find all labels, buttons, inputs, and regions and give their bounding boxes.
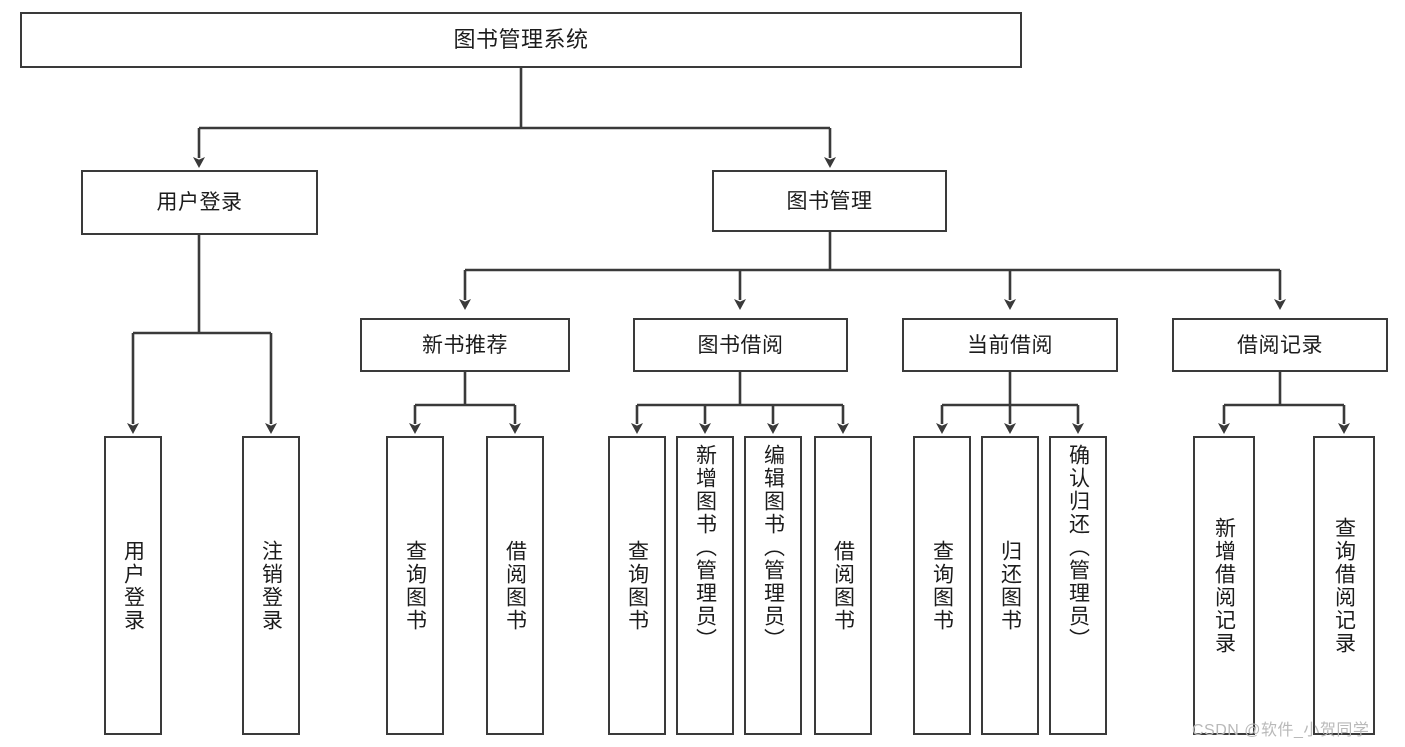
node-label: 查询图书 [625, 539, 649, 632]
node-label: 用户登录 [156, 191, 243, 214]
node-label: 查询图书 [930, 539, 954, 632]
node-label: 查询借阅记录 [1332, 516, 1356, 655]
node-label: 归还图书 [998, 539, 1022, 632]
leaf-current-borrow-confirm-return-admin[interactable]: 确认归还（管理员） [1049, 436, 1107, 735]
leaf-user-login-login[interactable]: 用户登录 [104, 436, 162, 735]
node-borrow-record[interactable]: 借阅记录 [1172, 318, 1388, 372]
node-label: 查询图书 [403, 539, 427, 632]
leaf-book-borrow-borrow-book[interactable]: 借阅图书 [814, 436, 872, 735]
leaf-book-borrow-query-book[interactable]: 查询图书 [608, 436, 666, 735]
node-label: 注销登录 [259, 539, 283, 632]
node-label: 新书推荐 [422, 333, 508, 357]
node-label: 新增借阅记录 [1212, 516, 1236, 655]
node-label: 用户登录 [121, 539, 145, 632]
leaf-borrow-record-add-record[interactable]: 新增借阅记录 [1193, 436, 1255, 735]
leaf-borrow-record-query-record[interactable]: 查询借阅记录 [1313, 436, 1375, 735]
node-label: 借阅图书 [503, 539, 527, 632]
node-label: 借阅记录 [1237, 333, 1323, 357]
node-label: 当前借阅 [967, 333, 1053, 357]
leaf-current-borrow-query-book[interactable]: 查询图书 [913, 436, 971, 735]
node-label: 借阅图书 [831, 539, 855, 632]
node-current-borrow[interactable]: 当前借阅 [902, 318, 1118, 372]
leaf-current-borrow-return-book[interactable]: 归还图书 [981, 436, 1039, 735]
node-label: 图书管理系统 [453, 27, 589, 52]
node-label: 图书借阅 [697, 333, 784, 357]
node-book-borrow[interactable]: 图书借阅 [633, 318, 848, 372]
node-label: 新增图书（管理员） [693, 444, 717, 651]
leaf-book-borrow-add-book-admin[interactable]: 新增图书（管理员） [676, 436, 734, 735]
node-root-book-management-system[interactable]: 图书管理系统 [20, 12, 1022, 68]
node-label: 编辑图书（管理员） [761, 444, 785, 651]
csdn-watermark: CSDN @软件_小贺同学 [1192, 722, 1370, 739]
leaf-new-book-borrow-book[interactable]: 借阅图书 [486, 436, 544, 735]
node-book-management[interactable]: 图书管理 [712, 170, 947, 232]
leaf-new-book-query-book[interactable]: 查询图书 [386, 436, 444, 735]
node-label: 图书管理 [786, 189, 873, 213]
leaf-book-borrow-edit-book-admin[interactable]: 编辑图书（管理员） [744, 436, 802, 735]
node-user-login[interactable]: 用户登录 [81, 170, 318, 235]
node-label: 确认归还（管理员） [1066, 444, 1090, 651]
leaf-user-login-logout[interactable]: 注销登录 [242, 436, 300, 735]
node-new-book-recommend[interactable]: 新书推荐 [360, 318, 570, 372]
